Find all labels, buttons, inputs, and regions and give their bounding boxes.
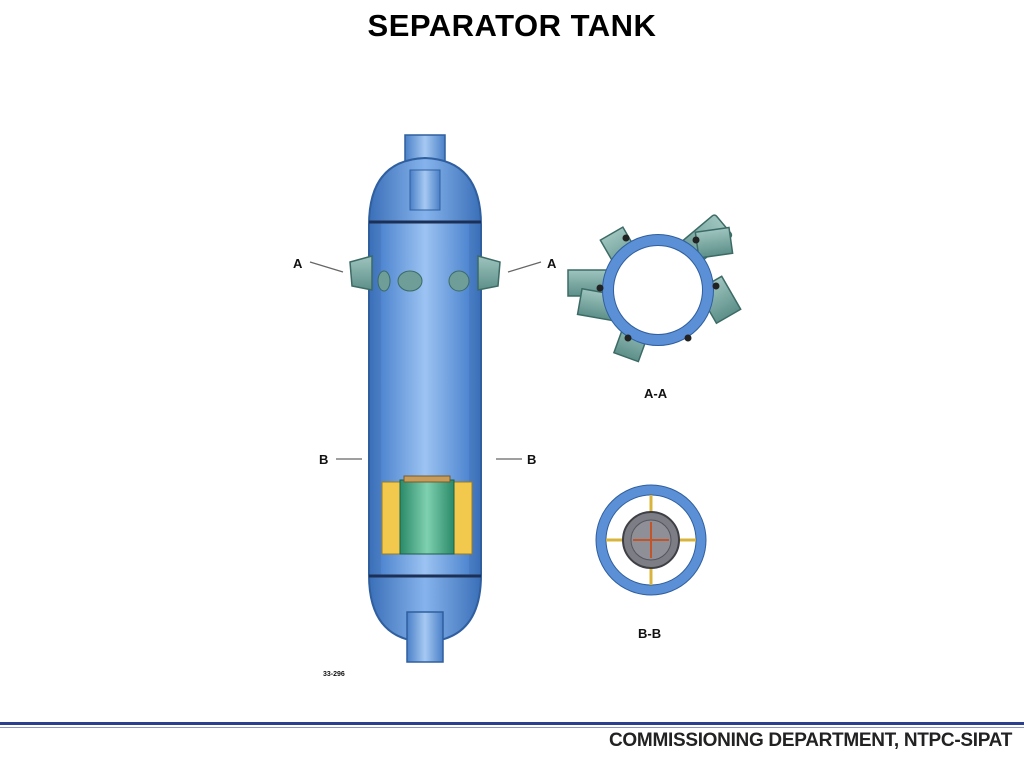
inlet-opening — [377, 270, 391, 292]
figure-id: 33-296 — [323, 671, 345, 678]
separator-tank-diagram: A A B B 33-296 A-A — [293, 134, 742, 678]
inlet-opening — [397, 270, 423, 292]
inlet-opening — [448, 270, 470, 292]
footer-rule-thin — [0, 727, 1024, 728]
inlet-nozzle-left — [349, 255, 373, 291]
section-label-a-left: A — [293, 256, 303, 271]
section-label-b-right: B — [527, 452, 536, 467]
footer-text: COMMISSIONING DEPARTMENT, NTPC-SIPAT — [609, 730, 1012, 751]
shell-ring-aa — [602, 234, 714, 346]
section-title-bb: B-B — [638, 626, 661, 641]
section-title-aa: A-A — [644, 386, 668, 401]
inlet-nozzle-right — [477, 255, 501, 291]
yellow-baffle-right — [451, 481, 473, 555]
page-title: SEPARATOR TANK — [367, 8, 657, 43]
footer-rule — [0, 722, 1024, 725]
section-aa-view — [567, 214, 742, 363]
yellow-baffle-left — [381, 481, 403, 555]
bottom-drain-pipe — [406, 611, 444, 663]
green-insert — [399, 479, 455, 555]
section-bb-view — [595, 484, 707, 596]
vessel-side-view — [349, 134, 501, 663]
section-label-b-left: B — [319, 452, 328, 467]
section-label-a-right: A — [547, 256, 557, 271]
